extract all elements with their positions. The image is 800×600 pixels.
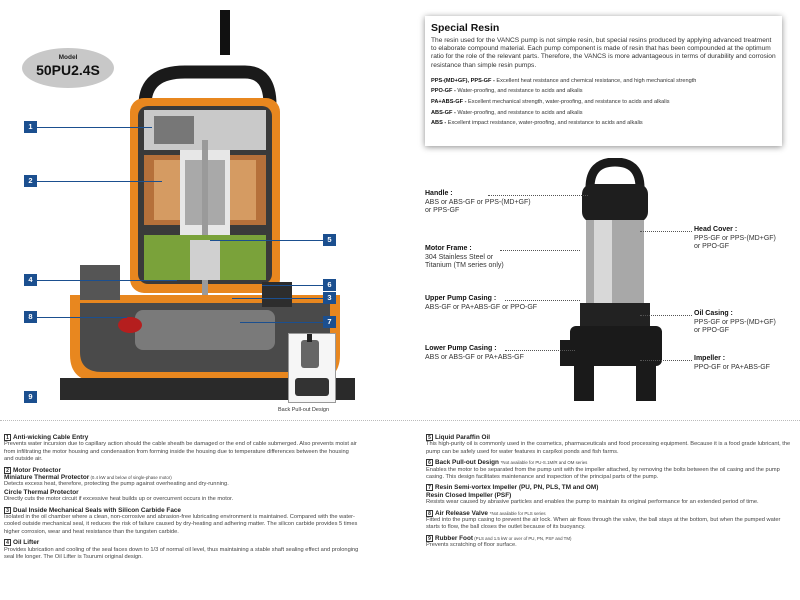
resin-item: ABS-GF - Water-proofing, and resistance … bbox=[431, 109, 583, 116]
callout-1-leader bbox=[37, 127, 152, 128]
callout-1: 1 bbox=[24, 121, 37, 133]
callout-2-leader bbox=[37, 181, 162, 182]
callout-8-leader bbox=[37, 317, 127, 318]
callout-6-leader bbox=[262, 285, 323, 286]
special-resin-title: Special Resin bbox=[431, 22, 500, 34]
callout-7-leader bbox=[240, 322, 323, 323]
material-handle: Handle : ABS or ABS-GF or PPS-(MD+GF) or… bbox=[425, 190, 531, 215]
material-motor-frame: Motor Frame : 304 Stainless Steel or Tit… bbox=[425, 245, 504, 270]
upper-casing-leader bbox=[505, 300, 580, 301]
handle-leader bbox=[488, 195, 588, 196]
pump-cutaway-illustration bbox=[60, 10, 355, 400]
callout-3-leader bbox=[232, 298, 323, 299]
special-resin-intro: The resin used for the VANCS pump is not… bbox=[431, 37, 776, 69]
resin-item: PA+ABS-GF - Excellent mechanical strengt… bbox=[431, 99, 670, 105]
callout-7: 7 bbox=[323, 316, 336, 328]
section-divider bbox=[0, 420, 800, 421]
resin-item: PPS-(MD+GF), PPS-GF - Excellent heat res… bbox=[431, 77, 697, 84]
back-pull-out-thumbnail bbox=[288, 333, 336, 403]
resin-item: PPO-GF - Water-proofing, and resistance … bbox=[431, 88, 583, 95]
special-resin-box: Special Resin The resin used for the VAN… bbox=[425, 16, 782, 146]
pump-exterior-illustration bbox=[560, 158, 662, 401]
callout-4: 4 bbox=[24, 274, 37, 286]
callout-9: 9 bbox=[24, 391, 37, 403]
impeller-leader bbox=[640, 360, 692, 361]
callout-5-leader bbox=[210, 240, 323, 241]
motor-frame-leader bbox=[500, 250, 580, 251]
material-upper-casing: Upper Pump Casing : ABS-GF or PA+ABS-GF … bbox=[425, 295, 538, 311]
oil-casing-leader bbox=[640, 315, 692, 316]
material-lower-casing: Lower Pump Casing : ABS or ABS-GF or PA+… bbox=[425, 345, 524, 361]
callout-6: 6 bbox=[323, 279, 336, 291]
back-pull-out-image bbox=[295, 334, 329, 396]
callout-2: 2 bbox=[24, 175, 37, 187]
material-head-cover: Head Cover : PPS-GF or PPS-(MD+GF) or PP… bbox=[694, 226, 776, 251]
model-name: 50PU2.4S bbox=[36, 62, 100, 78]
material-oil-casing: Oil Casing : PPS-GF or PPS-(MD+GF) or PP… bbox=[694, 310, 776, 335]
resin-item: ABS - Excellent impact resistance, water… bbox=[431, 120, 643, 127]
thumbnail-caption: Back Pull-out Design bbox=[278, 407, 330, 413]
model-badge: Model 50PU2.4S bbox=[22, 48, 114, 88]
callout-4-leader bbox=[37, 280, 177, 281]
callout-8: 8 bbox=[24, 311, 37, 323]
lower-casing-leader bbox=[505, 350, 575, 351]
head-cover-leader bbox=[640, 231, 692, 232]
callout-3: 3 bbox=[323, 292, 336, 304]
model-label: Model bbox=[58, 54, 78, 61]
material-impeller: Impeller : PPO-GF or PA+ABS-GF bbox=[694, 355, 770, 371]
callout-5: 5 bbox=[323, 234, 336, 246]
